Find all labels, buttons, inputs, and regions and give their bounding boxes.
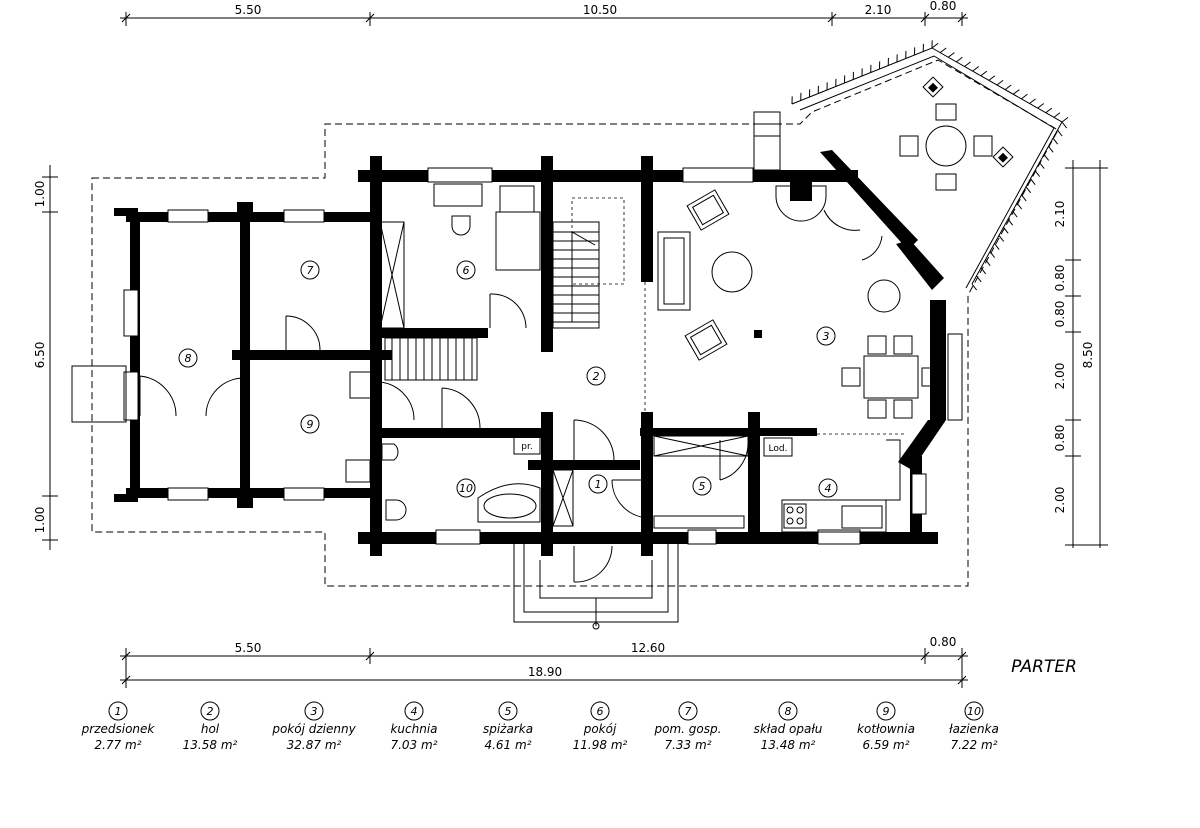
- pantry-label: pr.: [521, 442, 532, 452]
- windows: [123, 167, 963, 545]
- legend-room-name: pokój dzienny: [271, 722, 356, 736]
- dimension-line-top: 5.50 10.50 2.10 0.80: [120, 0, 968, 26]
- terrace-edge-hatch: [791, 40, 1069, 291]
- plan-room-marker: 6: [456, 260, 476, 280]
- room-legend: 1 przedsionek 2.77 m² 2 hol 13.58 m² 3 pokój dz…: [81, 701, 999, 752]
- dim-top-4: 0.80: [930, 0, 957, 13]
- plan-room-number: 8: [185, 352, 192, 365]
- legend-room-number: 10: [967, 705, 981, 718]
- legend-entry: 8 skład opału 13.48 m²: [754, 701, 823, 752]
- legend-room-name: przedsionek: [81, 722, 156, 736]
- legend-entry: 6 pokój 11.98 m²: [573, 701, 628, 752]
- plan-room-number: 2: [593, 370, 600, 383]
- legend-room-name: kotłownia: [857, 722, 915, 736]
- room-boundaries: [644, 282, 905, 435]
- plan-room-number: 4: [825, 482, 832, 495]
- dim-right-5: 0.80: [1053, 425, 1067, 452]
- floor-title: PARTER: [1011, 657, 1077, 677]
- furniture-room-6: [379, 183, 541, 329]
- plan-room-marker: 4: [818, 478, 838, 498]
- dimension-line-right: 2.10 0.80 0.80 2.00 0.80 2.00 8.50: [1053, 160, 1108, 548]
- dim-bottom-2: 12.60: [631, 641, 665, 655]
- plan-room-number: 10: [459, 482, 473, 495]
- legend-room-area: 2.77 m²: [94, 738, 141, 752]
- legend-entry: 3 pokój dzienny 32.87 m²: [271, 701, 357, 752]
- furniture-service-rooms: Lod. pr.: [71, 365, 901, 533]
- plan-room-marker: 5: [692, 476, 712, 496]
- legend-room-area: 4.61 m²: [484, 738, 531, 752]
- staircase: [384, 197, 625, 381]
- legend-entry: 7 pom. gosp. 7.33 m²: [654, 701, 722, 752]
- dim-bottom-total: 18.90: [528, 665, 562, 679]
- legend-entry: 9 kotłownia 6.59 m²: [857, 701, 915, 752]
- dim-top-1: 5.50: [235, 3, 262, 17]
- plan-room-marker: 2: [586, 366, 606, 386]
- legend-room-area: 6.59 m²: [862, 738, 909, 752]
- dim-bottom-1: 5.50: [235, 641, 262, 655]
- legend-room-number: 3: [311, 705, 318, 718]
- legend-room-name: pom. gosp.: [654, 722, 722, 736]
- plan-room-number: 7: [307, 264, 314, 277]
- legend-entry: 5 spiżarka 4.61 m²: [483, 701, 533, 752]
- furniture-terrace: [753, 76, 1014, 191]
- legend-room-number: 5: [505, 705, 512, 718]
- plan-room-marker: 7: [300, 260, 320, 280]
- legend-room-area: 7.03 m²: [390, 738, 437, 752]
- legend-entry: 4 kuchnia 7.03 m²: [390, 701, 438, 752]
- doors: [139, 209, 883, 583]
- dim-top-2: 10.50: [583, 3, 617, 17]
- legend-room-number: 6: [597, 705, 604, 718]
- dim-right-3: 0.80: [1053, 301, 1067, 328]
- dim-left-3: 1.00: [33, 507, 47, 534]
- legend-room-area: 7.22 m²: [950, 738, 997, 752]
- legend-room-area: 11.98 m²: [573, 738, 628, 752]
- plan-room-markers: 1 2 3 4 5 6 7 8 9 10: [178, 260, 838, 498]
- plan-room-marker: 10: [456, 478, 476, 498]
- entrance-steps: [513, 544, 679, 630]
- furniture-living-room: [657, 185, 941, 419]
- plan-room-marker: 8: [178, 348, 198, 368]
- dim-right-total: 8.50: [1081, 342, 1095, 369]
- legend-room-name: hol: [201, 722, 220, 736]
- plan-room-marker: 3: [816, 326, 836, 346]
- dim-right-1: 2.10: [1053, 201, 1067, 228]
- dim-left-2: 6.50: [33, 342, 47, 369]
- legend-room-area: 32.87 m²: [287, 738, 342, 752]
- plan-room-marker: 9: [300, 414, 320, 434]
- legend-entry: 1 przedsionek 2.77 m²: [81, 701, 156, 752]
- legend-room-area: 13.58 m²: [183, 738, 238, 752]
- legend-entry: 10 łazienka 7.22 m²: [949, 701, 999, 752]
- dimension-line-left: 1.00 6.50 1.00: [33, 165, 58, 550]
- dim-right-6: 2.00: [1053, 487, 1067, 514]
- legend-room-area: 7.33 m²: [664, 738, 711, 752]
- legend-room-number: 2: [207, 705, 214, 718]
- legend-room-number: 7: [685, 705, 692, 718]
- roof-outline: [91, 59, 1059, 587]
- dim-right-2: 0.80: [1053, 265, 1067, 292]
- legend-room-name: kuchnia: [390, 722, 437, 736]
- plan-room-number: 5: [699, 480, 706, 493]
- legend-room-area: 13.48 m²: [761, 738, 816, 752]
- dimension-line-bottom: 5.50 12.60 0.80 18.90 PARTER: [120, 635, 1077, 688]
- dim-left-1: 1.00: [33, 181, 47, 208]
- legend-room-number: 4: [411, 705, 418, 718]
- dim-top-3: 2.10: [865, 3, 892, 17]
- plan-room-marker: 1: [588, 474, 608, 494]
- legend-room-name: spiżarka: [483, 722, 533, 736]
- legend-room-number: 1: [115, 705, 122, 718]
- legend-room-name: łazienka: [949, 722, 999, 736]
- plan-room-number: 6: [463, 264, 470, 277]
- plan-room-number: 1: [595, 478, 602, 491]
- plan-room-number: 9: [307, 418, 314, 431]
- legend-entry: 2 hol 13.58 m²: [183, 701, 238, 752]
- legend-room-name: pokój: [583, 722, 617, 736]
- legend-room-name: skład opału: [754, 722, 823, 736]
- legend-room-number: 9: [883, 705, 890, 718]
- dim-right-4: 2.00: [1053, 363, 1067, 390]
- dim-bottom-3: 0.80: [930, 635, 957, 649]
- legend-room-number: 8: [785, 705, 792, 718]
- plan-room-number: 3: [823, 330, 830, 343]
- fridge-label: Lod.: [769, 444, 788, 454]
